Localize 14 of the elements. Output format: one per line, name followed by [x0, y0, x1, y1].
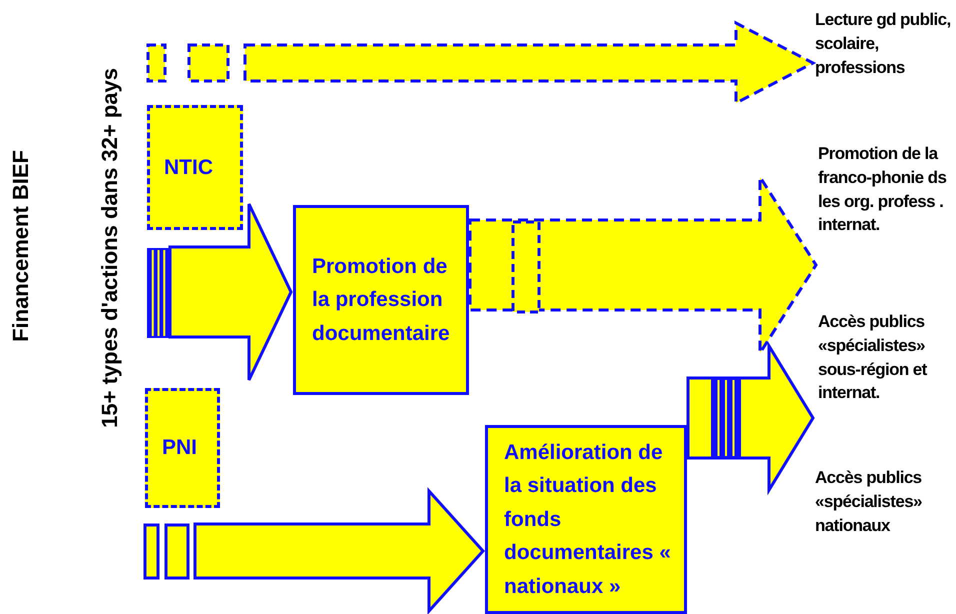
outcome-text: Lecture gd public, scolaire, professions: [815, 8, 951, 80]
dashed-box: [147, 105, 243, 230]
outcome-text: Accès publics «spécialistes» sous-région et internat.: [818, 310, 954, 406]
vertical-label: 15+ types d'actions dans 32+ pays: [97, 68, 123, 428]
box-label: NTIC: [164, 154, 213, 181]
process-box: [293, 205, 469, 395]
box-label: Promotion de la profession documentaire: [312, 254, 451, 347]
box-label: Amélioration de la situation des fonds documentaires « nationaux »: [504, 440, 672, 600]
box-label: PNI: [162, 435, 198, 462]
vertical-label: Financement BIEF: [8, 150, 34, 342]
dashed-box: [145, 388, 220, 508]
process-box: [485, 425, 687, 614]
outcome-text: Accès publics «spécialistes» nationaux: [815, 466, 951, 538]
outcome-text: Promotion de la franco-phonie ds les org. profess . internat.: [818, 142, 954, 238]
